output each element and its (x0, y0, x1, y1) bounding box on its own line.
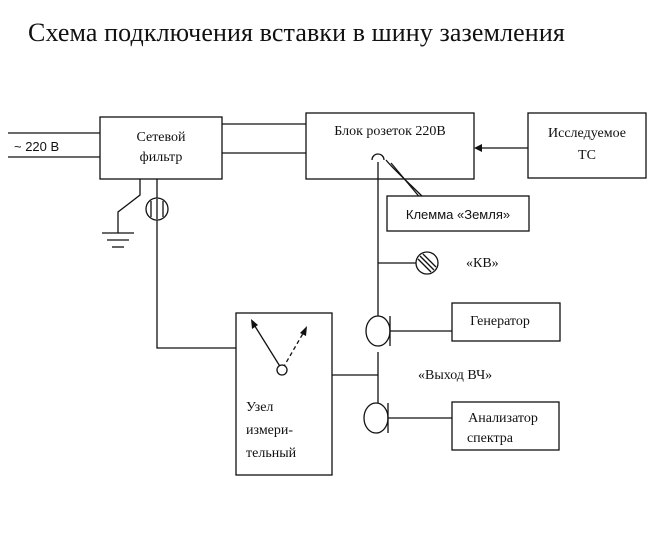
meter-needle-dashed (282, 329, 306, 369)
arrow-head-icon (474, 144, 482, 152)
spectrum-analyzer-block (451, 401, 560, 451)
socket-block (305, 112, 475, 180)
mains-voltage-label: ~ 220 В (14, 139, 59, 154)
kv-switch-mark-1 (419, 255, 435, 271)
measuring-node-block (235, 312, 333, 476)
socket-contact-icon (371, 153, 385, 161)
ground-terminal-callout (386, 195, 530, 232)
measuring-node-label-line1: Узел (246, 400, 273, 415)
socket-block-label: Блок розеток 220В (334, 124, 445, 139)
ground-terminal-label: Клемма «Земля» (406, 207, 510, 222)
spectrum-analyzer-label-line2: спектра (467, 431, 514, 446)
measuring-node-label-line3: тельный (246, 446, 297, 461)
meter-pivot-icon (276, 364, 288, 376)
ground-wire (117, 179, 141, 233)
network-filter-label-line2: фильтр (140, 150, 183, 165)
device-under-test-label-line1: Исследуемое (548, 126, 626, 141)
generator-block (451, 302, 561, 342)
meter-needle-solid (252, 322, 282, 369)
generator-label: Генератор (470, 314, 530, 329)
spectrum-analyzer-label-line1: Анализатор (468, 411, 538, 426)
meter-arrow-icon (251, 319, 258, 329)
device-under-test-label-line2: ТС (578, 148, 596, 163)
network-filter-label-line1: Сетевой (136, 130, 186, 145)
kv-switch-mark-3 (417, 258, 432, 273)
hf-output-label: «Выход ВЧ» (418, 368, 492, 383)
analyzer-connector-icon (363, 402, 389, 434)
insert-to-measuring-wire (156, 220, 236, 349)
kv-switch-mark-2 (422, 253, 437, 268)
diagram-title: Схема подключения вставки в шину заземле… (28, 18, 565, 47)
device-under-test-block (527, 112, 647, 179)
measuring-node-label-line2: измери- (246, 423, 293, 438)
network-filter-block (99, 116, 223, 180)
generator-connector-icon (365, 315, 391, 347)
meter-arrow-dashed-icon (300, 326, 307, 336)
kv-label: «КВ» (466, 256, 499, 271)
